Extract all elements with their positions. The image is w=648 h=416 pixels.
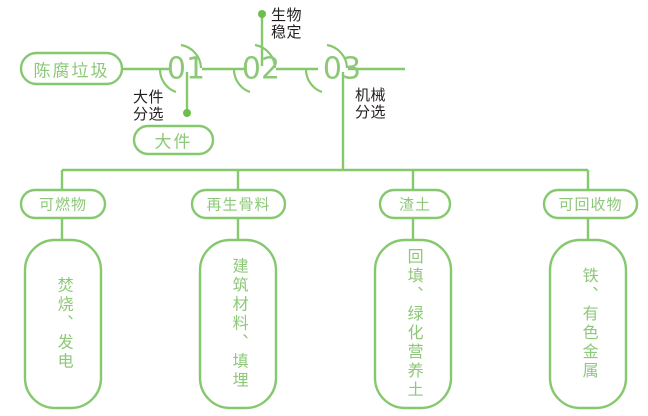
dot-biostable-connector bbox=[258, 10, 266, 18]
step-02-process-label: 生物 稳定 bbox=[271, 7, 303, 41]
step-02-arc-bottom bbox=[232, 69, 251, 94]
category-pill-2-label: 再生骨料 bbox=[206, 196, 271, 214]
step-03-arc-bottom bbox=[304, 69, 323, 94]
daijian-pill-label: 大件 bbox=[154, 132, 193, 152]
outcome-box-3 bbox=[373, 238, 453, 410]
daijian-pill-shape bbox=[132, 124, 215, 156]
step-03-arc-top bbox=[326, 43, 349, 69]
outcome-text-1: 焚烧、发电 bbox=[54, 276, 72, 372]
outcome-text-2: 建筑材料、填埋 bbox=[229, 257, 247, 391]
step-03-process-label: 机械 分选 bbox=[355, 87, 387, 121]
outcome-box-4 bbox=[548, 238, 628, 410]
source-pill-label: 陈腐垃圾 bbox=[33, 61, 110, 80]
category-pill-1-label: 可燃物 bbox=[38, 196, 88, 214]
step-01-arc-top bbox=[180, 43, 203, 69]
pill-shape-3 bbox=[378, 188, 452, 220]
step-02-arc-top bbox=[254, 43, 277, 69]
category-pill-4-label: 可回收物 bbox=[558, 196, 623, 214]
outcome-box-2 bbox=[198, 238, 278, 410]
category-pill-3-label: 渣土 bbox=[398, 196, 432, 214]
step-01-process-label: 大件 分选 bbox=[133, 89, 165, 123]
step-number-02: 02 bbox=[241, 51, 281, 87]
outcome-text-4: 铁、有色金属 bbox=[579, 267, 597, 381]
step-number-01: 01 bbox=[166, 51, 206, 87]
outcome-box-1 bbox=[23, 238, 103, 410]
outcome-text-3: 回填、绿化营养土 bbox=[404, 248, 422, 400]
dot-daijian-connector bbox=[183, 109, 191, 117]
pill-shape-4 bbox=[542, 188, 639, 220]
step-01-arc-bottom bbox=[158, 69, 177, 94]
step-number-03: 03 bbox=[322, 51, 362, 87]
